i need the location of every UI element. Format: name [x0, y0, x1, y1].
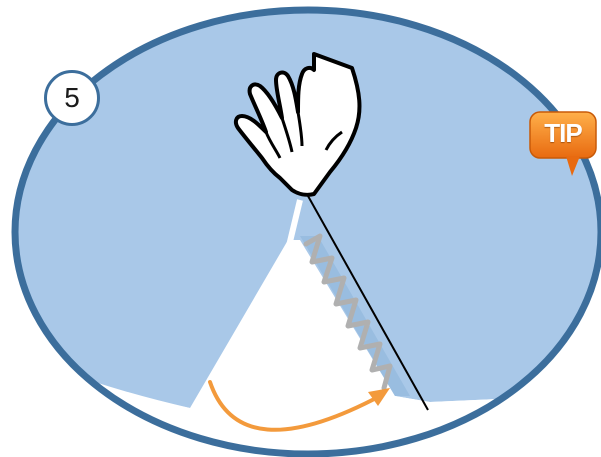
tip-label: TIP [528, 118, 598, 149]
tip-badge[interactable]: TIP [528, 112, 598, 184]
step-number-badge: 5 [44, 70, 100, 126]
step-number: 5 [64, 82, 80, 114]
